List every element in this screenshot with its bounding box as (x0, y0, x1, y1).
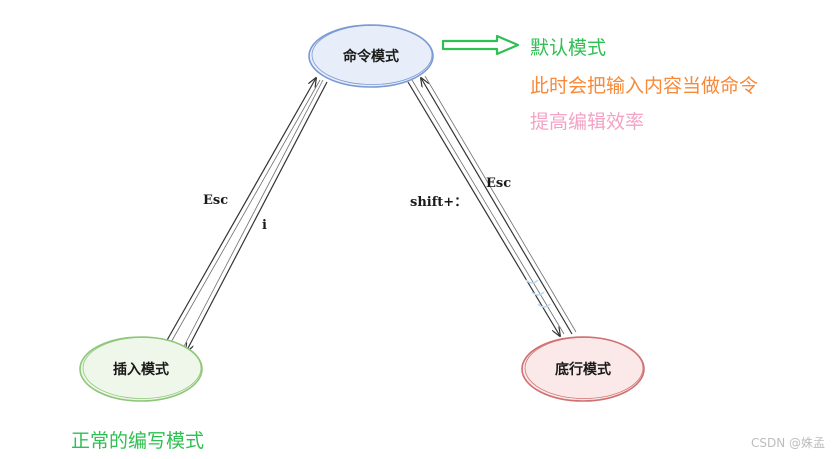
node-insert-label: 插入模式 (113, 361, 169, 378)
arrow-insert-to-command (165, 78, 316, 343)
edge-label-lastline-to-command: Esc (486, 176, 511, 191)
node-lastline-mode: 底行模式 (521, 336, 645, 402)
node-command-mode: 命令模式 (308, 24, 434, 88)
edge-command-to-insert (181, 79, 328, 352)
edge-insert-to-command (165, 78, 321, 345)
node-command-label: 命令模式 (342, 48, 399, 65)
node-lastline-label: 底行模式 (555, 361, 611, 378)
edge-label-command-to-lastline: shift+： (410, 195, 467, 210)
note-efficiency: 提高编辑效率 (530, 111, 644, 133)
edge-label-command-to-insert: i (262, 218, 267, 233)
edge-label-insert-to-command: Esc (203, 193, 228, 208)
note-default-mode: 默认模式 (530, 37, 606, 59)
edge-lastline-to-command (421, 76, 577, 335)
arrow-command-to-insert (186, 81, 328, 352)
arrow-lastline-to-command (421, 78, 573, 335)
sketch-marks (525, 279, 551, 308)
watermark: CSDN @姝孟 (751, 435, 825, 450)
note-command-desc: 此时会把输入内容当做命令 (530, 75, 758, 97)
node-insert-mode: 插入模式 (79, 336, 203, 402)
green-pointer-arrow-icon (441, 34, 520, 56)
note-normal-edit: 正常的编写模式 (71, 430, 204, 452)
